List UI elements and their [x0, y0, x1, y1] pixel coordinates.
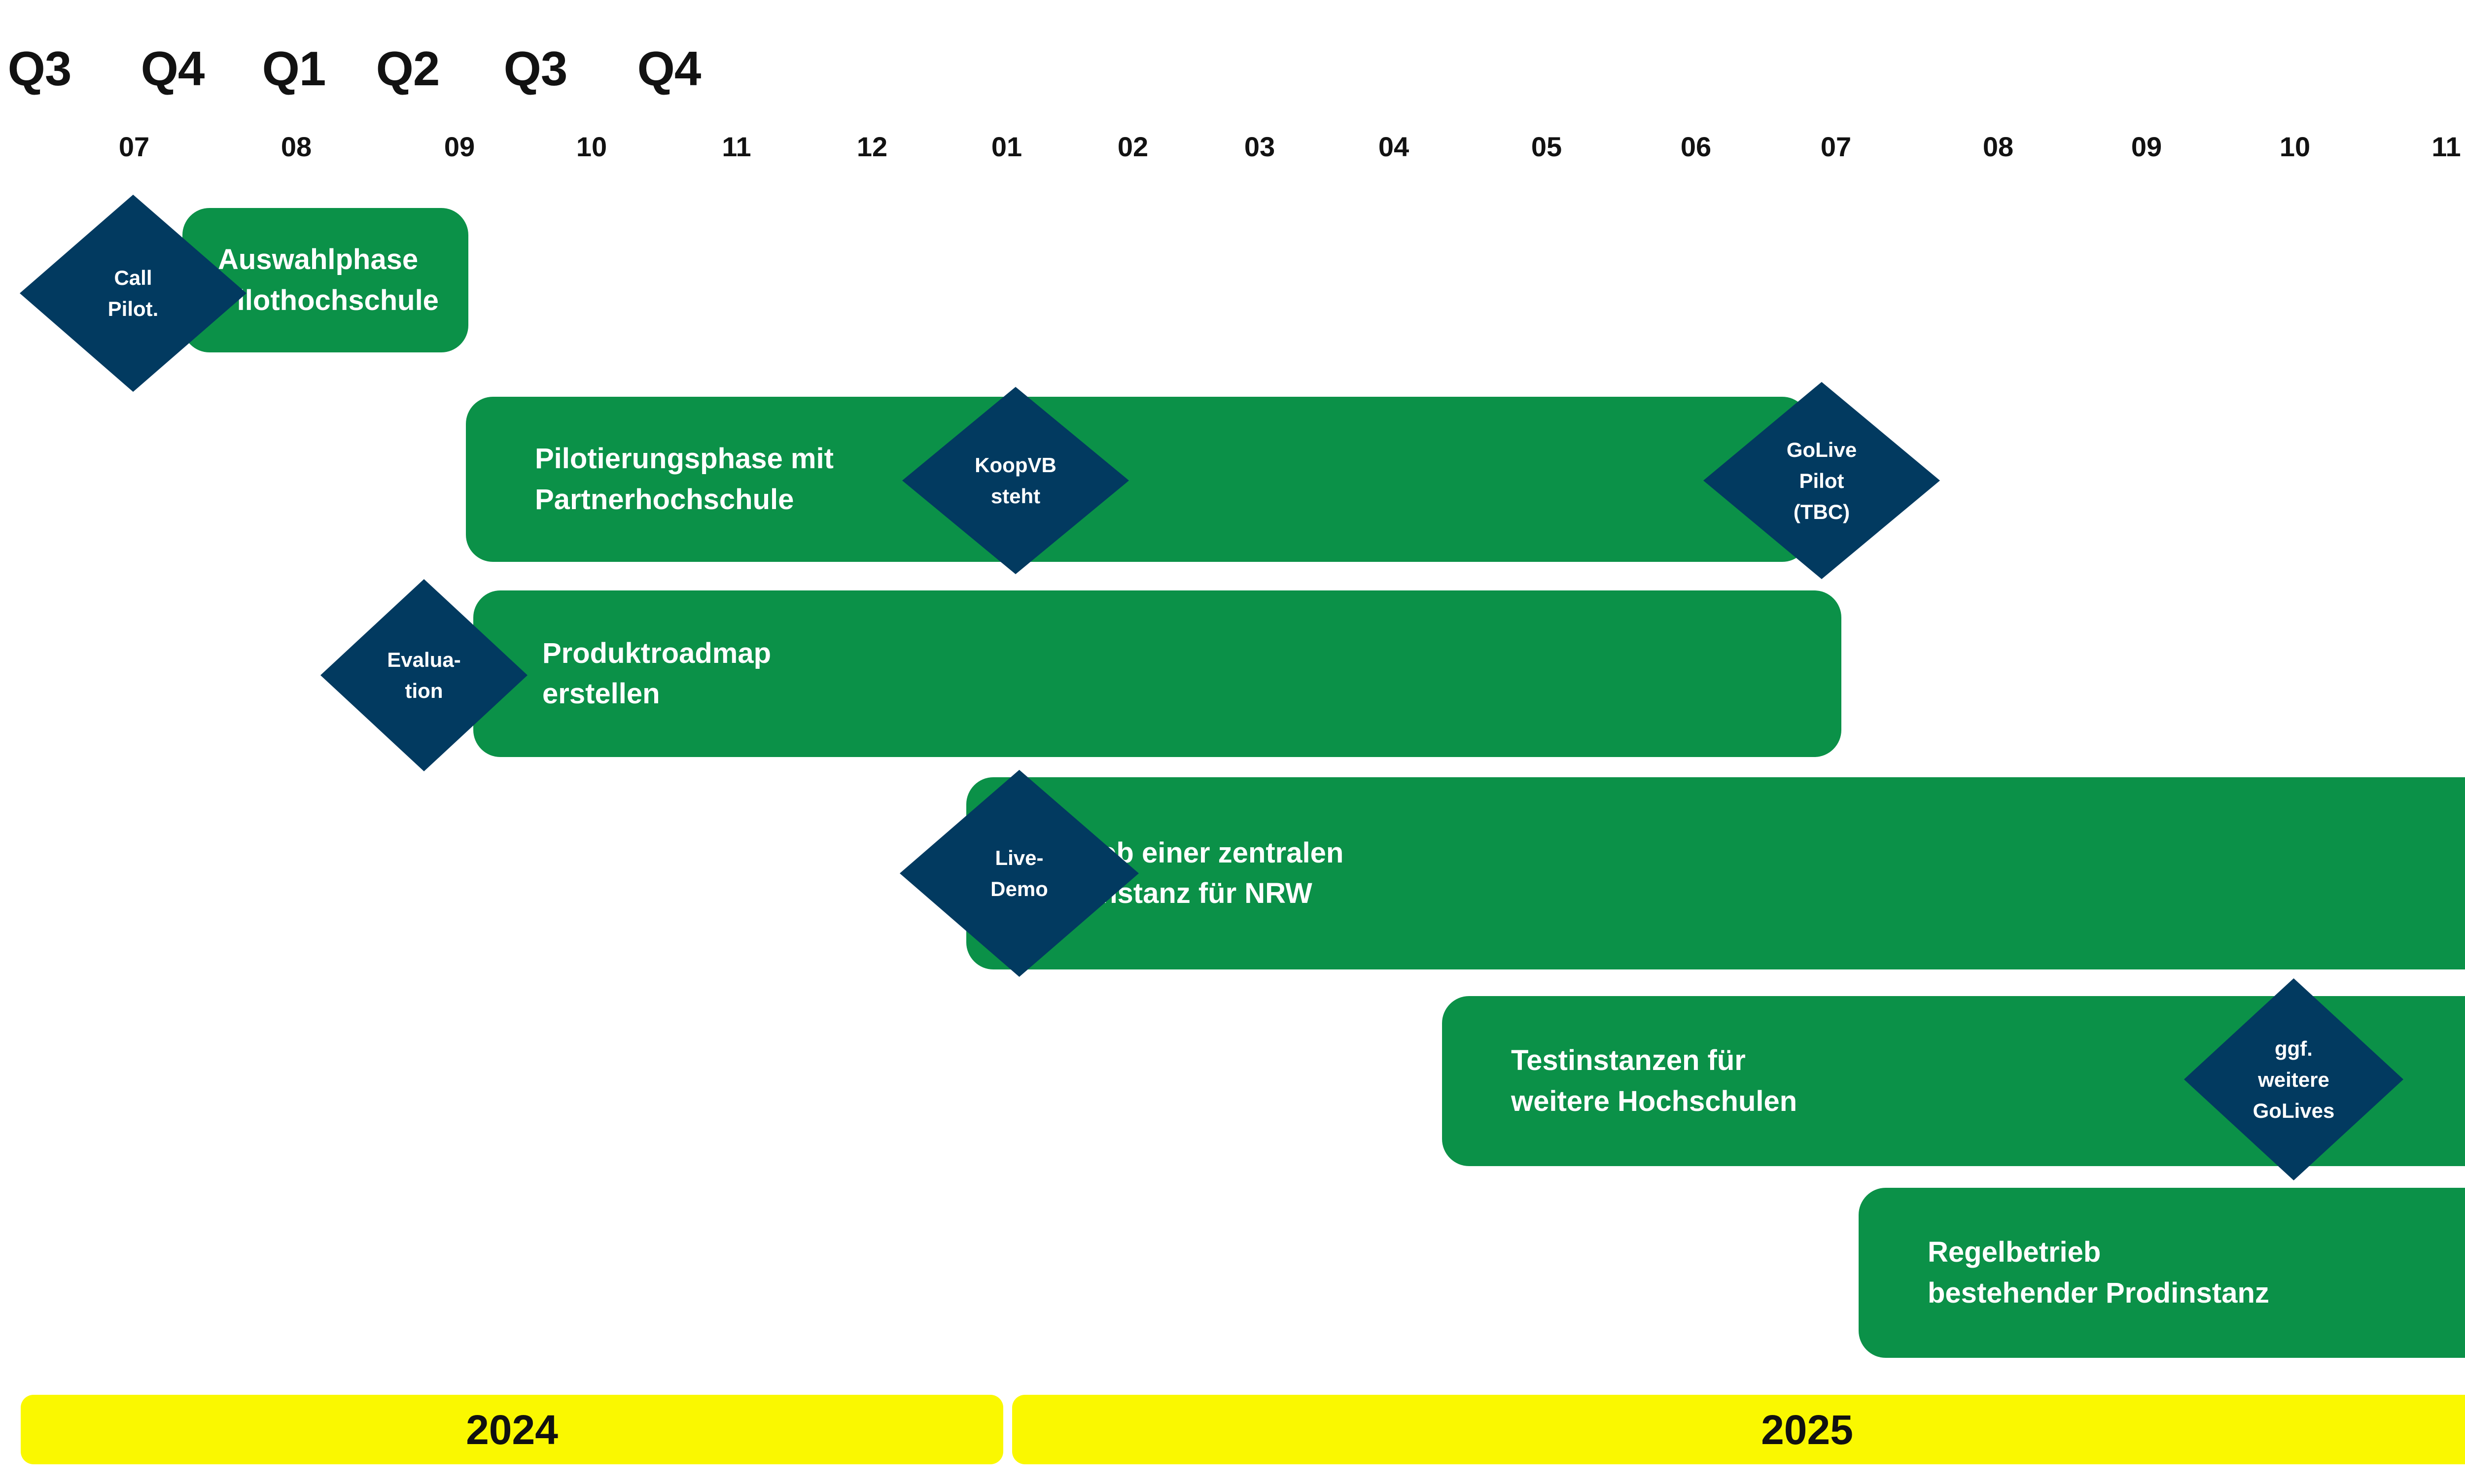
year-bar-2025[interactable]: 2025 — [1012, 1395, 2465, 1464]
month-label-06-2025: 06 — [1680, 131, 1712, 162]
month-label-10-2025: 10 — [2279, 131, 2311, 162]
month-label-08-2025: 08 — [1982, 131, 2014, 162]
task-bar-label: Testinstanzen für weitere Hochschulen — [1511, 1044, 1797, 1117]
milestone-label: ggf. weitere GoLives — [2253, 1036, 2335, 1122]
task-bar-regelbetrieb-prodinstanz[interactable]: Regelbetrieb bestehender Prodinstanz — [1859, 1188, 2465, 1358]
month-label-03-2025: 03 — [1244, 131, 1275, 162]
quarter-label-q2-2025: Q2 — [376, 41, 440, 96]
quarter-label-q4-2024: Q4 — [141, 41, 205, 96]
quarter-label-q3-2024: Q3 — [7, 41, 72, 96]
month-label-02-2025: 02 — [1117, 131, 1149, 162]
quarter-axis: Q3 Q4 Q1 Q2 Q3 Q4 — [0, 0, 2465, 113]
month-label-12-2024: 12 — [856, 131, 888, 162]
month-label-08-2024: 08 — [281, 131, 312, 162]
task-bar-produktroadmap[interactable]: Produktroadmap erstellen — [473, 590, 1841, 757]
month-axis: 07 08 09 10 11 12 01 02 03 04 05 06 07 0… — [0, 0, 2465, 197]
task-bar-auswahlphase[interactable]: Auswahlphase Pilothochschule — [182, 208, 468, 352]
month-label-09-2025: 09 — [2131, 131, 2162, 162]
task-bar-label: Auswahlphase Pilothochschule — [218, 243, 439, 316]
year-label: 2024 — [466, 1406, 558, 1453]
month-label-10-2024: 10 — [576, 131, 607, 162]
month-label-09-2024: 09 — [444, 131, 475, 162]
task-bar-label: Pilotierungsphase mit Partnerhochschule — [535, 443, 834, 516]
month-label-07-2024: 07 — [118, 131, 150, 162]
year-bar-2024[interactable]: 2024 — [21, 1395, 1003, 1464]
year-axis: 2024 2025 — [0, 1395, 2465, 1484]
milestone-label: KoopVB steht — [975, 453, 1056, 508]
task-bar-label: Produktroadmap erstellen — [542, 637, 772, 710]
quarter-label-q1-2025: Q1 — [262, 41, 326, 96]
month-label-05-2025: 05 — [1531, 131, 1562, 162]
month-label-04-2025: 04 — [1378, 131, 1409, 162]
month-label-01-2025: 01 — [991, 131, 1022, 162]
task-bar-label: Regelbetrieb bestehender Prodinstanz — [1928, 1236, 2269, 1309]
quarter-label-q3-2025: Q3 — [503, 41, 568, 96]
month-label-11-2024: 11 — [722, 131, 751, 162]
quarter-label-q4-2025: Q4 — [637, 41, 702, 96]
task-bar-betrieb-testinstanz-nrw[interactable]: Betrieb einer zentralen Testinstanz für … — [966, 777, 2465, 969]
month-label-07-2025: 07 — [1820, 131, 1852, 162]
milestone-label: Evalua- tion — [387, 648, 461, 702]
task-bar-pilotierungsphase[interactable]: Pilotierungsphase mit Partnerhochschule — [466, 397, 1809, 562]
milestone-label: Call Pilot. — [107, 266, 159, 320]
milestone-label: Live- Demo — [990, 846, 1048, 900]
gantt-body: Auswahlphase Pilothochschule Call Pilot.… — [20, 195, 2465, 1358]
milestone-label: GoLive Pilot (TBC) — [1786, 438, 1857, 523]
year-label: 2025 — [1761, 1406, 1853, 1453]
month-label-11-2025: 11 — [2431, 131, 2461, 162]
